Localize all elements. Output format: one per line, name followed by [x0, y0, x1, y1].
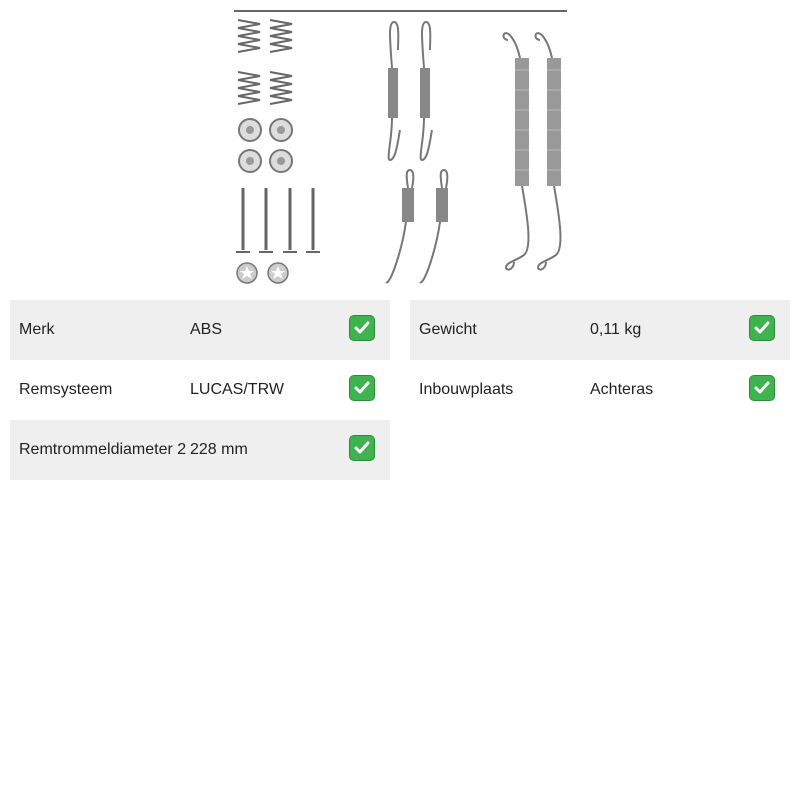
- spec-row-remsysteem: Remsysteem LUCAS/TRW: [10, 360, 390, 420]
- brake-shoe-fitting-kit-image: [234, 10, 567, 284]
- spec-value: ABS: [190, 321, 223, 338]
- spec-label: Remsysteem: [19, 381, 113, 398]
- spec-label: Remtrommeldiameter 2: [19, 441, 187, 458]
- check-mark-icon: [349, 315, 375, 341]
- spec-row-merk: Merk ABS: [10, 300, 390, 360]
- spec-row-inbouwplaats: Inbouwplaats Achteras: [410, 360, 790, 420]
- spec-label: Inbouwplaats: [419, 381, 514, 398]
- spec-value: Achteras: [590, 381, 654, 398]
- spec-label: Gewicht: [419, 321, 477, 338]
- check-mark-icon: [749, 315, 775, 341]
- spec-row-gewicht: Gewicht 0,11 kg: [410, 300, 790, 360]
- check-mark-icon: [349, 435, 375, 461]
- check-mark-icon: [349, 375, 375, 401]
- spec-value: LUCAS/TRW: [190, 381, 284, 398]
- spec-value: 0,11 kg: [590, 321, 642, 338]
- spec-table-right: Gewicht 0,11 kg Inbouwplaats Achteras: [410, 300, 790, 420]
- spec-row-remtrommeldiameter: Remtrommeldiameter 2 228 mm: [10, 420, 390, 480]
- spec-value: 228 mm: [190, 441, 248, 458]
- spec-table-left: Merk ABS Remsysteem LUCAS/TRW Remtrommel…: [10, 300, 390, 480]
- spec-label: Merk: [19, 321, 55, 338]
- check-mark-icon: [749, 375, 775, 401]
